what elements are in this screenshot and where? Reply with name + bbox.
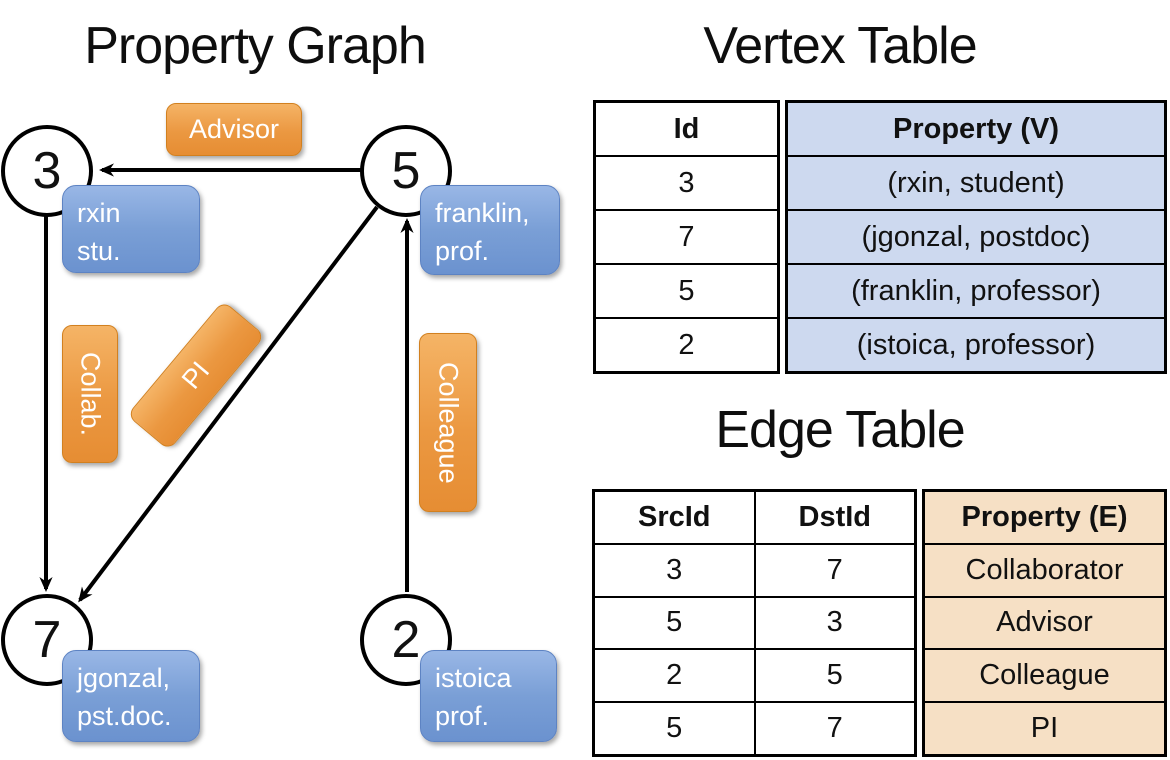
node-property-box-2-line1: istoica bbox=[435, 663, 512, 693]
edge-table-property-cell: Advisor bbox=[925, 598, 1164, 651]
node-property-box-5-line1: franklin, bbox=[435, 198, 530, 228]
node-property-box-7-line1: jgonzal, bbox=[77, 663, 171, 693]
edge-table-srcid-column: SrcId 3 5 2 5 bbox=[595, 492, 754, 754]
vertex-table-id-cell: 2 bbox=[678, 328, 695, 361]
edge-table-header-property: Property (E) bbox=[925, 492, 1164, 545]
edge-table-srcid-cell: 5 bbox=[595, 598, 754, 651]
node-property-box-2-line2: prof. bbox=[435, 701, 490, 732]
node-property-box-3: rxin stu. bbox=[62, 185, 200, 273]
vertex-table-property-cell: (istoica, professor) bbox=[856, 328, 1096, 361]
edge-label-pi-text: PI bbox=[175, 355, 216, 395]
vertex-table-property-cell: (jgonzal, postdoc) bbox=[788, 211, 1164, 265]
edge-table-property-column: Property (E) Collaborator Advisor Collea… bbox=[922, 489, 1167, 757]
edge-table-header-dstid: DstId bbox=[755, 492, 914, 545]
vertex-table-header-property: Property (V) bbox=[788, 103, 1164, 157]
graph-node-2: 2 bbox=[360, 594, 452, 686]
node-property-box-7: jgonzal, pst.doc. bbox=[62, 650, 200, 742]
graph-edges-canvas bbox=[39, 163, 414, 603]
node-property-box-7-line2: pst.doc. bbox=[77, 701, 172, 732]
vertex-table-property-cell: (franklin, professor) bbox=[788, 265, 1164, 319]
edge-table-property-cell: Colleague bbox=[925, 650, 1164, 704]
vertex-table-id-cell: 3 bbox=[596, 157, 777, 211]
edge-label-colleague-text: Colleague bbox=[433, 361, 464, 484]
edge-table-header-srcid: SrcId bbox=[595, 492, 754, 545]
edge-table-dstid-cell: 5 bbox=[755, 650, 914, 704]
edge-label-advisor: Advisor bbox=[166, 103, 302, 156]
edge-table-id-columns: SrcId 3 5 2 5 DstId 7 3 5 7 bbox=[592, 489, 917, 757]
edge-table-srcid-cell: 5 bbox=[666, 712, 683, 745]
node-property-box-5: franklin, prof. bbox=[420, 185, 560, 275]
graph-panel-title: Property Graph bbox=[84, 17, 427, 75]
vertex-table-property-column: Property (V) (rxin, student) (jgonzal, p… bbox=[785, 100, 1167, 374]
vertex-table-id-cell: 5 bbox=[596, 265, 777, 319]
graph-node-5: 5 bbox=[360, 125, 452, 217]
graph-node-5-id: 5 bbox=[391, 142, 421, 200]
edge-label-advisor-text: Advisor bbox=[188, 114, 280, 144]
edge-table-property-cell: Collaborator bbox=[925, 545, 1164, 598]
node-property-box-3-line1: rxin bbox=[77, 198, 121, 228]
vertex-table-property-cell: (rxin, student) bbox=[788, 157, 1164, 211]
vertex-table-id-column: Id 3 7 5 2 bbox=[593, 100, 780, 374]
edge-line-pi-5-7 bbox=[78, 205, 379, 603]
edge-label-collab: Collab. bbox=[62, 325, 118, 463]
graph-node-3-id: 3 bbox=[32, 142, 62, 200]
edge-table-property-cell: PI bbox=[1030, 712, 1059, 745]
vertex-table-title: Vertex Table bbox=[703, 17, 977, 75]
node-property-box-5-line2: prof. bbox=[435, 236, 490, 267]
edge-table-title: Edge Table bbox=[715, 401, 965, 459]
edge-label-collab-text: Collab. bbox=[75, 351, 106, 437]
vertex-table-header-id: Id bbox=[596, 103, 777, 157]
vertex-table-id-cell: 7 bbox=[596, 211, 777, 265]
graph-node-2-id: 2 bbox=[391, 611, 421, 669]
edge-table-dstid-cell: 3 bbox=[755, 598, 914, 651]
edge-label-colleague: Colleague bbox=[419, 333, 477, 512]
edge-table-dstid-cell: 7 bbox=[755, 545, 914, 598]
node-property-box-2: istoica prof. bbox=[420, 650, 557, 742]
edge-table-dstid-column: DstId 7 3 5 7 bbox=[753, 492, 914, 754]
edge-table-srcid-cell: 3 bbox=[595, 545, 754, 598]
node-property-box-3-line2: stu. bbox=[77, 236, 121, 267]
graph-node-7-id: 7 bbox=[32, 611, 62, 669]
edge-table-dstid-cell: 7 bbox=[826, 712, 843, 745]
edge-table-srcid-cell: 2 bbox=[595, 650, 754, 704]
